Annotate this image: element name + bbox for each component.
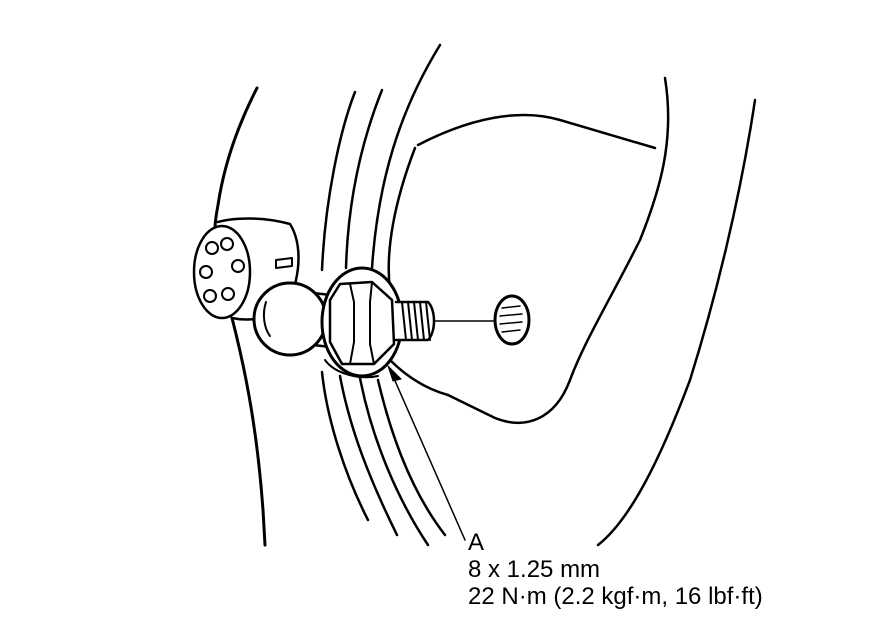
trim-inner-curve [387,146,417,292]
callout-arrowhead [387,365,402,382]
trim-lower-curve [388,358,450,397]
panel-contour-2-lower [338,374,399,537]
left-panel-lower-outline [230,316,267,547]
housing-face [192,224,252,320]
striker-hex [328,280,396,366]
housing-hole-3 [199,265,213,279]
callout-leader-line [391,373,466,541]
outer-body-edge [596,98,757,547]
housing-hole-5 [203,289,217,303]
housing-hole-4 [231,259,245,273]
trim-upper-edge [416,113,657,150]
callout-bolt-size: 8 x 1.25 mm [468,556,601,583]
housing-hole-6 [221,287,235,301]
panel-contour-1 [320,90,357,272]
housing-hole-1 [205,241,219,255]
flange-shadow [324,359,379,379]
housing-hole-2 [220,237,234,251]
shank-threads [401,301,431,341]
panel-contour-3 [370,43,442,270]
panel-contour-4-lower [376,378,447,537]
housing-slot [275,257,293,269]
panel-contour-3-lower [358,376,430,547]
panel-contour-1-lower [320,370,370,522]
trim-right-edge [446,76,670,424]
panel-contour-2 [344,88,384,270]
callout-label: A 8 x 1.25 mm 22 N·m (2.2 kgf·m, 16 lbf·… [468,529,763,610]
mounting-hole-threads [499,305,523,333]
callout-letter: A [468,529,485,556]
mounting-hole [493,294,531,346]
striker-ball-highlight [262,301,271,337]
callout-torque-spec: 22 N·m (2.2 kgf·m, 16 lbf·ft) [468,583,763,610]
striker-hex-edges [349,281,375,365]
